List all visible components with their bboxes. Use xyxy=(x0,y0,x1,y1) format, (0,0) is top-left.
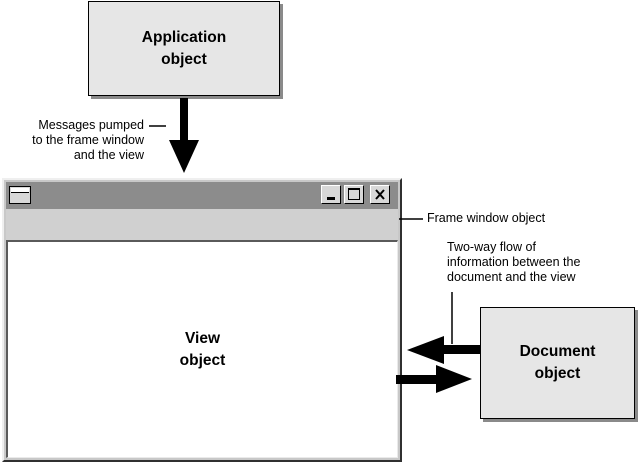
minimize-button[interactable] xyxy=(321,185,341,204)
right-arrow-head xyxy=(436,365,472,393)
application-object-box: Application object xyxy=(88,1,280,96)
message-arrow-shaft xyxy=(180,98,188,142)
left-arrow-head xyxy=(407,336,444,364)
messages-note: Messages pumped to the frame window and … xyxy=(0,118,144,163)
document-box-line1: Document xyxy=(519,343,596,360)
view-box-line1: View xyxy=(184,329,221,347)
right-arrow-shaft xyxy=(396,375,440,384)
minimize-icon xyxy=(327,197,335,200)
document-box-line2: object xyxy=(534,365,581,382)
application-box-line2: object xyxy=(161,50,207,68)
system-menu-icon[interactable] xyxy=(9,186,31,204)
left-arrow-shaft xyxy=(440,345,480,354)
view-box-line2: object xyxy=(179,351,226,369)
application-box-line1: Application xyxy=(141,28,227,46)
messages-note-line2: to the frame window xyxy=(32,133,144,147)
messages-note-line3: and the view xyxy=(73,148,144,162)
frame-window-label: Frame window object xyxy=(427,211,546,225)
two-way-note-line2: information between the xyxy=(447,255,581,269)
document-object-box: Document object xyxy=(480,307,635,419)
frame-menu-band xyxy=(6,209,398,240)
two-way-note: Two-way flow of information between the … xyxy=(447,240,580,285)
view-object: View object xyxy=(6,240,398,458)
maximize-button[interactable] xyxy=(344,185,364,204)
two-way-note-line3: document and the view xyxy=(447,270,576,284)
close-button[interactable] xyxy=(370,185,390,204)
message-arrow-head xyxy=(169,140,199,173)
maximize-icon xyxy=(348,188,360,200)
messages-note-line1: Messages pumped xyxy=(38,118,144,132)
two-way-note-line1: Two-way flow of xyxy=(447,240,536,254)
close-icon xyxy=(375,189,385,200)
